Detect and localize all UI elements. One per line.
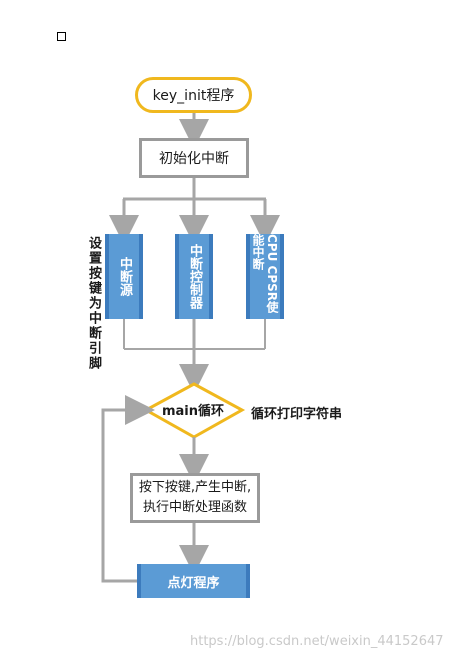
feedback-line (101, 395, 155, 583)
light-box: 点灯程序 (137, 564, 250, 598)
watermark: https://blog.csdn.net/weixin_44152647 (190, 634, 444, 649)
start-label: key_init程序 (152, 88, 235, 104)
init-box: 初始化中断 (139, 138, 249, 178)
column-label-2: 中断控制器 (187, 244, 202, 309)
light-label: 点灯程序 (167, 575, 220, 591)
corner-marker (57, 32, 66, 41)
loop-label: main循环 (161, 404, 225, 419)
init-label: 初始化中断 (159, 151, 229, 167)
column-cpu-cpsr: CPU CPSR使能中断 (246, 234, 284, 319)
side-label: 设置按键为中断引脚 (86, 236, 101, 371)
exec-line-2: 执行中断处理函数 (142, 500, 247, 515)
start-terminal: key_init程序 (135, 77, 252, 113)
column-label-3: CPU CPSR使能中断 (251, 234, 279, 314)
column-interrupt-source: 中断源 (105, 234, 143, 319)
loop-note: 循环打印字符串 (251, 407, 343, 422)
column-label-1: 中断源 (117, 257, 132, 296)
column-interrupt-controller: 中断控制器 (175, 234, 213, 319)
exec-line-1: 按下按键,产生中断, (138, 480, 252, 495)
exec-box: 按下按键,产生中断, 执行中断处理函数 (130, 473, 260, 523)
